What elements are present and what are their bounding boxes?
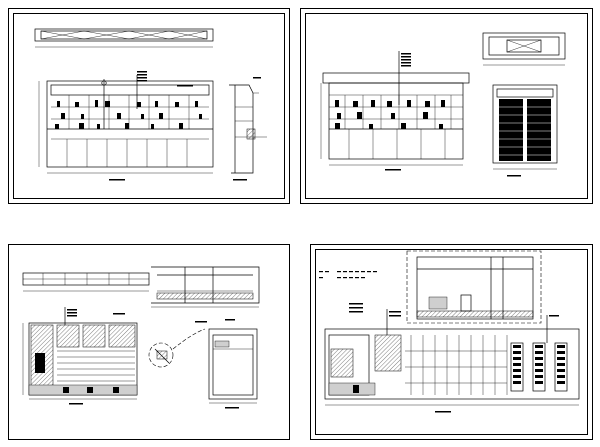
sheet-3-drawing [22,266,260,409]
drawing-sheet-2 [300,8,593,204]
sheet-1-drawing [34,28,267,181]
elevation-3 [22,307,138,405]
plan-strip-3 [22,272,150,292]
drawing-sheet-4 [310,244,593,440]
leader-tags-1 [109,71,193,181]
lattice-panels [510,342,568,392]
cabinet-section-3 [208,319,258,409]
sheet-4-inner-border [315,249,588,435]
cabinet-elevation-2 [320,51,470,171]
detail-callout [148,321,207,368]
side-section [229,77,267,181]
door-panel-elevation [492,84,558,177]
plan-dashed-region [406,250,542,324]
sheet-2-inner-border [305,13,588,199]
long-elevation [324,303,580,413]
sheet-4-drawing [319,250,580,413]
plan-strip [34,28,214,48]
notes-dashes [319,271,377,279]
sheet-1-inner-border [13,13,285,199]
window-detail [482,32,566,66]
cabinet-elevation [38,75,214,174]
drawing-sheet-3 [8,244,290,440]
wall-section-top [151,266,260,308]
sheet-2-drawing [320,32,566,177]
drawing-sheet-1 [8,8,290,204]
